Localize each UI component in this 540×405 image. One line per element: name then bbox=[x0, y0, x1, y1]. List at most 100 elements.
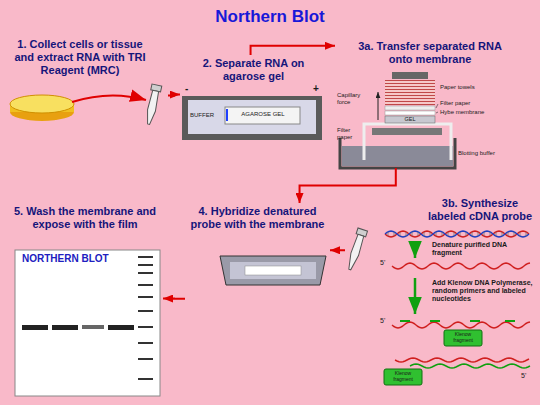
diagram-title: Northern Blot bbox=[0, 7, 540, 27]
base-pair bbox=[472, 232, 473, 236]
base-pair bbox=[412, 232, 413, 236]
process-arrows bbox=[384, 242, 482, 385]
ladder-band bbox=[138, 264, 153, 266]
base-pair bbox=[448, 232, 449, 236]
pipette bbox=[145, 90, 160, 125]
part-label: Filter paper bbox=[337, 127, 362, 141]
hybridization-tray bbox=[245, 266, 301, 275]
part-label: - bbox=[185, 83, 188, 95]
base-pair bbox=[490, 232, 491, 236]
flow-arrow bbox=[163, 298, 185, 300]
part-label: Klenow fragment bbox=[386, 371, 420, 383]
film bbox=[108, 325, 134, 330]
blotting-apparatus bbox=[378, 92, 379, 120]
ladder-band bbox=[138, 310, 153, 312]
flow-arrow bbox=[168, 94, 180, 97]
blotting-apparatus bbox=[340, 72, 455, 168]
part-label: Hybe membrane bbox=[440, 109, 484, 116]
blotting-apparatus bbox=[340, 138, 455, 168]
random-primer bbox=[470, 320, 480, 322]
step-block: 1. Collect cells or tissue and extract R… bbox=[8, 36, 168, 126]
ladder-band bbox=[138, 326, 153, 328]
ladder-bands bbox=[138, 256, 153, 380]
pipette bbox=[144, 84, 162, 125]
part-label: + bbox=[313, 83, 319, 95]
dna-strand bbox=[385, 231, 529, 237]
dna-strand bbox=[385, 231, 529, 237]
ladder-band bbox=[138, 358, 153, 360]
ladder-band bbox=[138, 378, 153, 380]
base-pair bbox=[430, 232, 431, 236]
hybridization-tray bbox=[220, 256, 326, 285]
part-label: NORTHERN BLOT bbox=[22, 253, 109, 265]
blotting-apparatus bbox=[385, 80, 435, 105]
ladder-band bbox=[138, 272, 153, 274]
blotting-apparatus bbox=[372, 128, 442, 135]
base-pair bbox=[514, 232, 515, 236]
hybridization-tray bbox=[230, 262, 316, 279]
blotting-apparatus bbox=[342, 146, 453, 166]
part-label: 5' bbox=[380, 317, 385, 325]
part-label: 5' bbox=[521, 372, 526, 380]
base-pair bbox=[394, 232, 395, 236]
ladder-band bbox=[138, 256, 153, 258]
gel-tank bbox=[182, 96, 322, 140]
part-label: Capillary force bbox=[337, 92, 367, 106]
part-label: Klenow fragment bbox=[446, 332, 480, 344]
gel-tank bbox=[182, 96, 322, 140]
step-text: 5. Wash the membrane and expose with the… bbox=[10, 205, 160, 231]
blotting-apparatus bbox=[385, 111, 435, 115]
process-arrows bbox=[414, 278, 417, 314]
base-pair bbox=[436, 232, 437, 236]
part-label: 5' bbox=[380, 259, 385, 267]
gel-tank bbox=[226, 109, 228, 121]
flow-arrow bbox=[300, 168, 396, 203]
film bbox=[52, 325, 78, 330]
flow-arrow bbox=[251, 46, 335, 55]
ladder-band bbox=[138, 296, 153, 298]
dna-strand bbox=[392, 322, 530, 328]
base-pair bbox=[454, 232, 455, 236]
dna-strand bbox=[395, 358, 529, 362]
petri-dish bbox=[10, 95, 74, 113]
base-pair bbox=[526, 232, 527, 236]
step-text: 3b. Synthesize labeled cDNA probe bbox=[425, 197, 535, 223]
process-arrows bbox=[384, 369, 422, 385]
base-pair bbox=[478, 232, 479, 236]
base-pair bbox=[400, 232, 401, 236]
gel-tank bbox=[188, 100, 316, 134]
step-block: 4. Hybridize denatured probe with the me… bbox=[185, 203, 330, 313]
step-block: 5. Wash the membrane and expose with the… bbox=[8, 203, 163, 398]
step-text: 3a. Transfer separated RNA onto membrane bbox=[350, 40, 510, 66]
step-text: 2. Separate RNA on agarose gel bbox=[182, 57, 325, 83]
part-label: Filter paper bbox=[440, 100, 470, 107]
base-pair bbox=[388, 232, 389, 236]
process-arrows bbox=[414, 242, 417, 258]
base-pair bbox=[418, 232, 419, 236]
pipette bbox=[346, 234, 365, 271]
process-arrows bbox=[444, 330, 482, 346]
transfer-arrow bbox=[72, 95, 146, 102]
film bbox=[15, 250, 160, 396]
base-pair bbox=[442, 232, 443, 236]
base-pair bbox=[460, 232, 461, 236]
part-label: AGAROSE GEL bbox=[230, 111, 296, 118]
ladder-band bbox=[138, 284, 153, 286]
part-label: Add Klenow DNA Polymerase, random primer… bbox=[432, 279, 534, 303]
blotting-apparatus bbox=[436, 104, 438, 108]
pipette bbox=[345, 228, 367, 271]
part-label: Denature purified DNA fragment bbox=[432, 241, 534, 257]
blotting-apparatus bbox=[385, 116, 435, 123]
random-primer bbox=[505, 320, 515, 322]
base-pair bbox=[424, 232, 425, 236]
blotting-apparatus bbox=[392, 72, 428, 79]
base-pair bbox=[502, 232, 503, 236]
flow-arrow bbox=[330, 249, 345, 251]
gel-tank bbox=[225, 107, 300, 124]
blotting-apparatus bbox=[385, 106, 435, 110]
base-pair bbox=[466, 232, 467, 236]
part-label: Paper towels bbox=[440, 84, 475, 91]
dna-strand bbox=[392, 263, 530, 269]
part-label: BUFFER bbox=[190, 112, 214, 119]
